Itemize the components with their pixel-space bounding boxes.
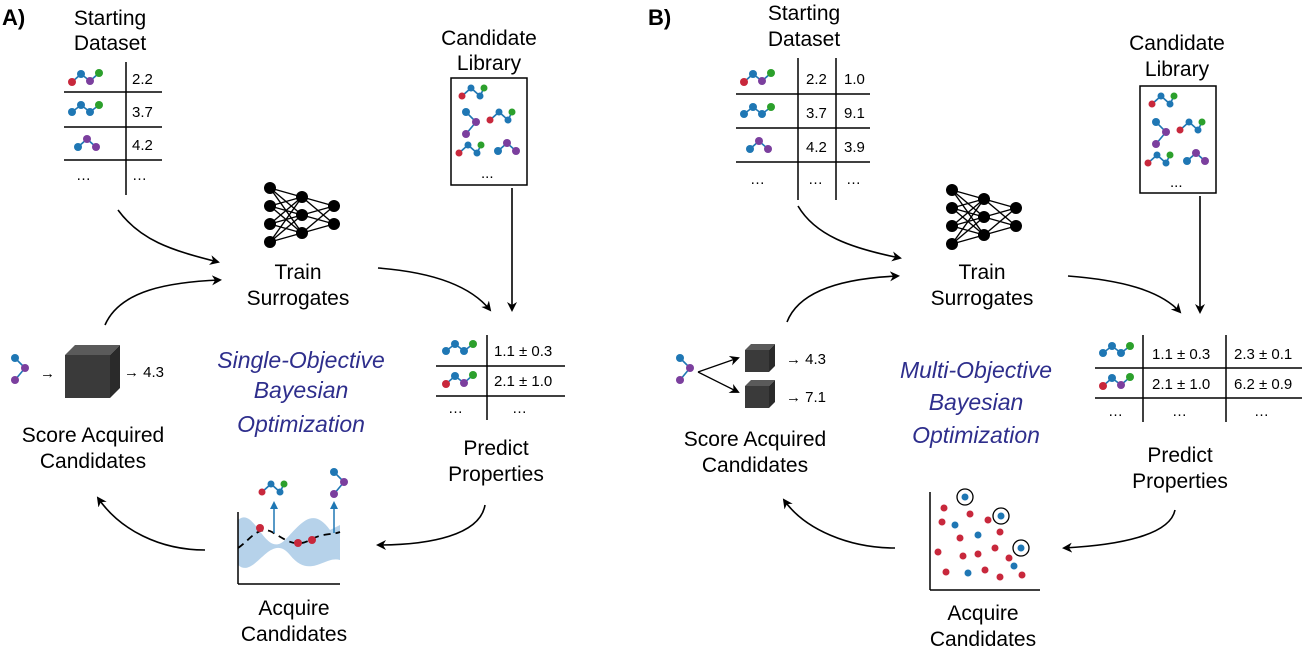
branch-arrows <box>697 355 740 393</box>
table-ellipsis: … <box>1172 403 1187 420</box>
starting-dataset-label-1: Starting <box>768 2 840 25</box>
library-ellipsis: ... <box>1170 174 1183 191</box>
starting-dataset-label-2: Dataset <box>768 28 841 51</box>
candidate-library-box: ... <box>1139 85 1217 194</box>
panel-a: A) Starting Dataset 2.2 3.7 4.2 … … Cand… <box>2 5 565 646</box>
acquire-label-2: Candidates <box>930 628 1036 651</box>
acquire-label-1: Acquire <box>258 597 329 620</box>
predict-label-2: Properties <box>1132 470 1228 493</box>
train-label-2: Surrogates <box>931 287 1034 310</box>
dataset-value: 9.1 <box>844 105 865 122</box>
starting-dataset-label-2: Dataset <box>74 32 147 55</box>
dataset-value: 3.9 <box>844 139 865 156</box>
molecule-icon <box>10 353 30 385</box>
predict-label-1: Predict <box>1147 444 1213 467</box>
predicted-value: 2.1 ± 1.0 <box>1152 376 1210 393</box>
table-ellipsis: … <box>1108 403 1123 420</box>
cube-icon <box>745 380 775 408</box>
molecule-icon <box>745 136 773 154</box>
predict-table: 1.1 ± 0.3 2.3 ± 0.1 2.1 ± 1.0 6.2 ± 0.9 … <box>1095 335 1302 422</box>
neural-network-icon <box>945 183 1023 251</box>
candidate-library-box: ... <box>450 77 528 186</box>
candidate-library-label-1: Candidate <box>1129 32 1225 55</box>
candidate-library-label-2: Library <box>457 52 522 75</box>
molecule-icon <box>1098 372 1135 391</box>
starting-dataset-table: 2.2 3.7 4.2 … … <box>64 62 162 195</box>
table-ellipsis: … <box>1254 403 1269 420</box>
score-output: → 7.1 <box>786 389 826 406</box>
train-label-1: Train <box>958 261 1005 284</box>
acquire-label-2: Candidates <box>241 623 347 646</box>
predicted-value: 1.1 ± 0.3 <box>1152 346 1210 363</box>
table-ellipsis: … <box>448 400 463 417</box>
dataset-ellipsis: … <box>76 167 91 184</box>
molecule-icon <box>675 353 695 385</box>
molecule-icon <box>1098 341 1135 358</box>
cube-icon <box>745 344 775 372</box>
train-label-1: Train <box>274 261 321 284</box>
molecule-icon <box>329 467 349 499</box>
score-label-1: Score Acquired <box>22 424 164 447</box>
dataset-ellipsis: … <box>750 171 765 188</box>
arrow-glyph: → <box>40 365 55 382</box>
panel-label: A) <box>2 5 25 30</box>
starting-dataset-label-1: Starting <box>74 7 146 30</box>
method-title-2: Bayesian <box>254 377 349 403</box>
score-label-2: Candidates <box>702 454 808 477</box>
acquire-label-1: Acquire <box>947 602 1018 625</box>
score-label-2: Candidates <box>40 450 146 473</box>
dataset-value: 4.2 <box>806 139 827 156</box>
panel-label: B) <box>648 5 671 30</box>
dataset-ellipsis: … <box>808 171 823 188</box>
predicted-value: 2.3 ± 0.1 <box>1234 346 1292 363</box>
predicted-value: 1.1 ± 0.3 <box>494 343 552 360</box>
molecule-icon <box>257 479 289 497</box>
molecule-icon <box>67 100 104 117</box>
predicted-value: 6.2 ± 0.9 <box>1234 376 1292 393</box>
method-title-2: Bayesian <box>929 389 1024 415</box>
method-title-1: Single-Objective <box>217 347 384 373</box>
predict-label-2: Properties <box>448 463 544 486</box>
dataset-ellipsis: … <box>846 171 861 188</box>
method-title-3: Optimization <box>237 411 365 437</box>
train-label-2: Surrogates <box>247 287 350 310</box>
dataset-value: 3.7 <box>806 105 827 122</box>
dataset-value: 3.7 <box>132 104 153 121</box>
library-ellipsis: ... <box>481 165 494 182</box>
predict-table: 1.1 ± 0.3 2.1 ± 1.0 … … <box>436 335 565 420</box>
panel-b: B) Starting Dataset 2.2 1.0 3.7 9.1 4.2 … <box>648 2 1302 651</box>
molecule-icon <box>739 68 776 87</box>
molecule-icon <box>441 370 478 389</box>
method-title-1: Multi-Objective <box>900 357 1052 383</box>
molecule-icon <box>67 68 104 87</box>
starting-dataset-table: 2.2 1.0 3.7 9.1 4.2 3.9 … … … <box>736 58 870 200</box>
molecule-icon <box>73 134 101 152</box>
candidate-library-label-1: Candidate <box>441 27 537 50</box>
dataset-value: 2.2 <box>132 71 153 88</box>
cycle-arrows <box>96 188 517 551</box>
dataset-ellipsis: … <box>132 167 147 184</box>
table-ellipsis: … <box>512 400 527 417</box>
dataset-value: 1.0 <box>844 71 865 88</box>
gp-plot-icon <box>237 467 349 585</box>
molecule-icon <box>739 102 776 119</box>
score-label-1: Score Acquired <box>684 428 826 451</box>
predicted-value: 2.1 ± 1.0 <box>494 373 552 390</box>
scatter-plot-icon <box>929 488 1040 591</box>
neural-network-icon <box>263 181 341 249</box>
candidate-library-label-2: Library <box>1145 58 1210 81</box>
predict-label-1: Predict <box>463 437 529 460</box>
score-output: → 4.3 <box>124 364 164 381</box>
molecule-icon <box>441 339 478 356</box>
dataset-value: 4.2 <box>132 137 153 154</box>
cycle-arrows <box>782 196 1205 553</box>
dataset-value: 2.2 <box>806 71 827 88</box>
score-output: → 4.3 <box>786 351 826 368</box>
method-title-3: Optimization <box>912 422 1040 448</box>
cube-icon <box>65 345 120 398</box>
